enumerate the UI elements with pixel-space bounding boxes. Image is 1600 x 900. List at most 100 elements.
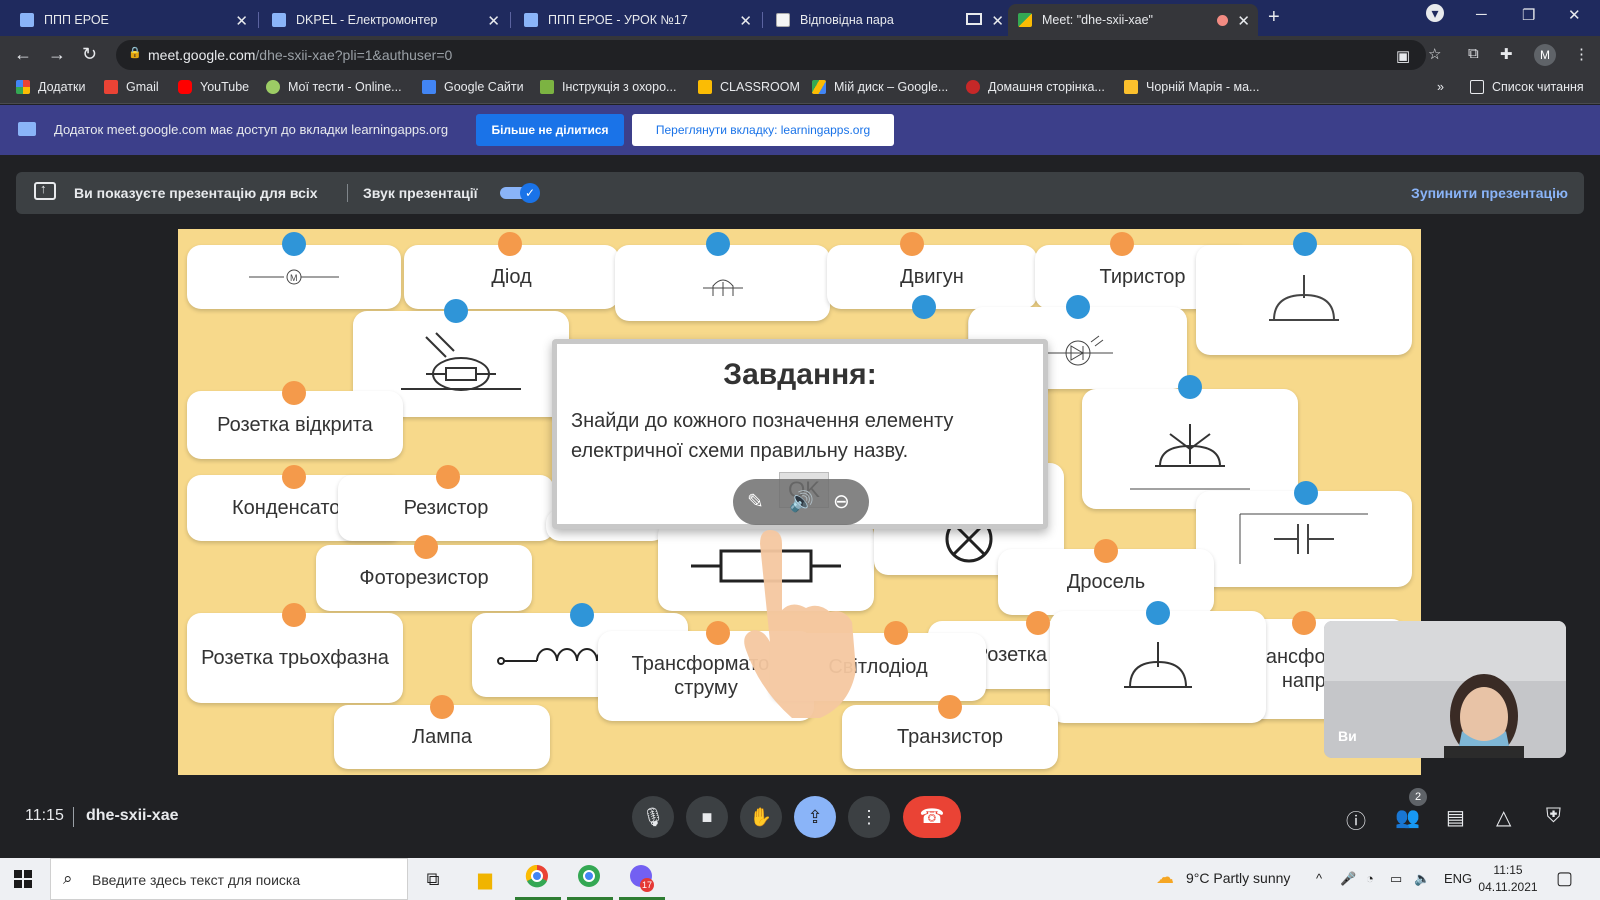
chrome-icon[interactable] — [522, 864, 552, 894]
stop-presentation-button[interactable]: Зупинити презентацію — [1411, 185, 1568, 201]
connector-dot[interactable] — [1110, 232, 1134, 256]
taskbar-search-input[interactable]: ⌕ Введите здесь текст для поиска — [50, 858, 408, 900]
new-tab-button[interactable]: + — [1268, 6, 1280, 28]
symbol-card-capacitor[interactable] — [1196, 491, 1412, 587]
people-icon[interactable]: 👥 — [1395, 807, 1420, 829]
presentation-sound-toggle[interactable]: ✓ — [500, 183, 540, 203]
label-card-resistor[interactable]: Резистор — [338, 475, 554, 541]
network-icon[interactable]: ◔ — [1366, 871, 1374, 886]
reading-list[interactable]: Список читання — [1470, 80, 1584, 94]
bookmark-google-sites[interactable]: Google Сайти — [422, 80, 524, 94]
bookmark-my-drive[interactable]: Мій диск – Google... — [812, 80, 948, 94]
address-bar[interactable]: 🔒 meet.google.com/dhe-sxii-xae?pli=1&aut… — [116, 40, 1441, 70]
info-icon[interactable]: ⓘ — [1346, 811, 1366, 833]
minimize-icon[interactable]: ─ — [1476, 6, 1487, 23]
connector-dot[interactable] — [1178, 375, 1202, 399]
connector-dot[interactable] — [1066, 295, 1090, 319]
bookmark-my-tests[interactable]: Мої тести - Online... — [266, 80, 402, 94]
connector-dot[interactable] — [938, 695, 962, 719]
extensions-icon[interactable]: ✚ — [1500, 46, 1513, 63]
connector-dot[interactable] — [430, 695, 454, 719]
symbol-card-socket-closed[interactable] — [1050, 611, 1266, 723]
translate-icon[interactable]: ⧉ — [1468, 45, 1479, 62]
more-options-button[interactable]: ⋮ — [848, 796, 890, 838]
connector-dot[interactable] — [282, 603, 306, 627]
close-icon[interactable]: ✕ — [487, 13, 500, 30]
notifications-icon[interactable]: ▢ — [1556, 868, 1574, 888]
label-card-motor[interactable]: Двигун — [827, 245, 1037, 309]
camera-button[interactable]: ■ — [686, 796, 728, 838]
menu-icon[interactable]: ⋮ — [1574, 46, 1589, 63]
bookmark-gmail[interactable]: Gmail — [104, 80, 159, 94]
connector-dot[interactable] — [1146, 601, 1170, 625]
tab-search-icon[interactable]: ▾ — [1426, 4, 1444, 22]
bookmark-youtube[interactable]: YouTube — [178, 80, 249, 94]
close-icon[interactable]: ✕ — [235, 13, 248, 30]
reload-icon[interactable]: ↻ — [82, 44, 98, 64]
connector-dot[interactable] — [1294, 481, 1318, 505]
tab-dkpel[interactable]: DKPEL - Електромонтер ✕ — [262, 4, 508, 36]
tab-matching-pair[interactable]: Відповідна пара ✕ — [766, 4, 1012, 36]
connector-dot[interactable] — [282, 232, 306, 256]
connector-dot[interactable] — [498, 232, 522, 256]
restore-icon[interactable]: ❐ — [1522, 7, 1536, 24]
bookmark-star-icon[interactable]: ☆ — [1428, 46, 1442, 63]
file-explorer-icon[interactable]: ▆ — [478, 869, 492, 889]
activities-icon[interactable]: △ — [1496, 807, 1512, 829]
chat-icon[interactable]: ▤ — [1446, 807, 1465, 829]
weather-text[interactable]: 9°C Partly sunny — [1186, 870, 1291, 886]
chevron-up-icon[interactable]: ^ — [1316, 871, 1323, 886]
close-icon[interactable]: ✕ — [1237, 13, 1250, 30]
symbol-card-lamp-small[interactable] — [615, 245, 830, 321]
connector-dot[interactable] — [436, 465, 460, 489]
forward-icon[interactable]: → — [48, 44, 66, 64]
window-close-icon[interactable]: ✕ — [1568, 7, 1581, 24]
mute-pin-icon[interactable]: ✎ — [747, 491, 764, 513]
connector-dot[interactable] — [414, 535, 438, 559]
chrome-profile-icon[interactable] — [574, 864, 604, 894]
leave-call-button[interactable]: ☎ — [903, 796, 961, 838]
bookmark-classroom[interactable]: CLASSROOM — [698, 80, 800, 94]
connector-dot[interactable] — [706, 621, 730, 645]
minus-icon[interactable]: ⊖ — [833, 491, 850, 513]
windows-start-icon[interactable] — [14, 870, 32, 888]
microphone-tray-icon[interactable]: 🎤 — [1340, 871, 1357, 886]
stop-sharing-button[interactable]: Більше не ділитися — [476, 114, 624, 146]
connector-dot[interactable] — [570, 603, 594, 627]
connector-dot[interactable] — [1292, 611, 1316, 635]
bookmark-apps[interactable]: Додатки — [16, 80, 85, 94]
microphone-button[interactable]: 🎙 — [632, 796, 674, 838]
present-button[interactable]: ⇪ — [794, 796, 836, 838]
input-language[interactable]: ENG — [1444, 871, 1473, 886]
bookmarks-overflow[interactable]: » — [1437, 80, 1444, 94]
tab-meet[interactable]: Meet: "dhe-sxii-xae" ✕ — [1008, 4, 1258, 36]
tab-ppp-eroe[interactable]: ППП ЕРОЕ ✕ — [10, 4, 256, 36]
connector-dot[interactable] — [282, 465, 306, 489]
raise-hand-button[interactable]: ✋ — [740, 796, 782, 838]
back-icon[interactable]: ← — [14, 44, 32, 64]
connector-dot[interactable] — [444, 299, 468, 323]
speaker-icon[interactable]: 🔊 — [789, 491, 814, 513]
label-card-diode[interactable]: Діод — [404, 245, 619, 309]
volume-icon[interactable]: 🔈 — [1414, 871, 1431, 886]
bookmark-chorniy[interactable]: Чорній Марія - ма... — [1124, 80, 1259, 94]
connector-dot[interactable] — [282, 381, 306, 405]
self-view-tile[interactable]: Ви — [1324, 621, 1566, 758]
symbol-card-lamp-socket[interactable] — [1196, 245, 1412, 355]
profile-avatar[interactable]: M — [1534, 44, 1556, 66]
camera-icon[interactable]: ▣ — [1396, 48, 1411, 65]
view-tab-button[interactable]: Переглянути вкладку: learningapps.org — [632, 114, 894, 146]
connector-dot[interactable] — [706, 232, 730, 256]
symbol-card-socket-3ph[interactable] — [1082, 389, 1298, 509]
bookmark-instructions[interactable]: Інструкція з охоро... — [540, 80, 676, 94]
connector-dot[interactable] — [884, 621, 908, 645]
battery-icon[interactable]: ▭ — [1390, 871, 1403, 886]
connector-dot[interactable] — [912, 295, 936, 319]
bookmark-home-page[interactable]: Домашня сторінка... — [966, 80, 1105, 94]
close-icon[interactable]: ✕ — [991, 13, 1004, 30]
taskbar-clock[interactable]: 11:15 04.11.2021 — [1475, 862, 1541, 896]
connector-dot[interactable] — [1293, 232, 1317, 256]
connector-dot[interactable] — [1026, 611, 1050, 635]
label-card-socket-3ph[interactable]: Розетка трьохфазна — [187, 613, 403, 703]
close-icon[interactable]: ✕ — [739, 13, 752, 30]
